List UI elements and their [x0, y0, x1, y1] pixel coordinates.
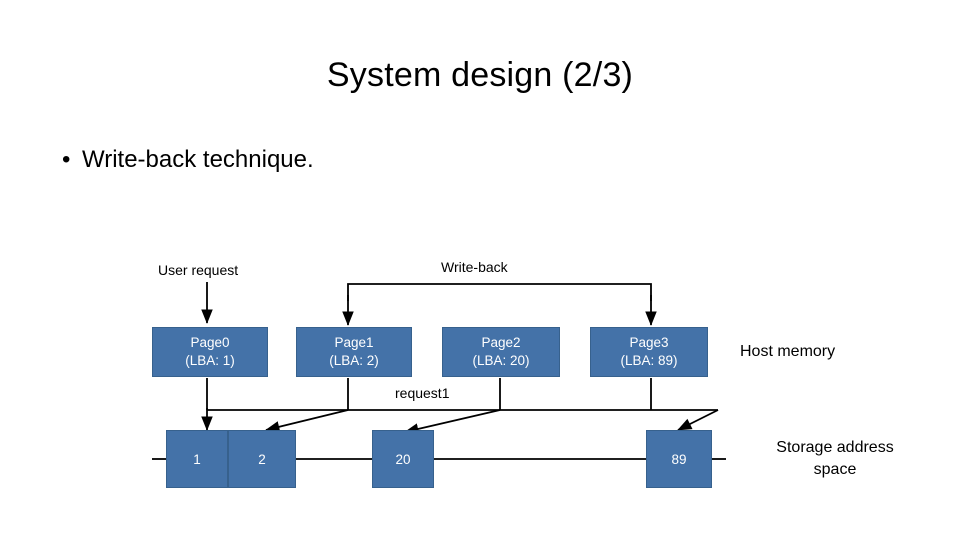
- page-box-1[interactable]: Page1 (LBA: 2): [296, 327, 412, 377]
- page-name: Page1: [334, 334, 374, 350]
- page-box-0[interactable]: Page0 (LBA: 1): [152, 327, 268, 377]
- storage-block-2[interactable]: 2: [228, 430, 296, 488]
- bullet-text: Write-back technique.: [82, 146, 314, 173]
- page-name: Page3: [629, 334, 669, 350]
- page-box-2[interactable]: Page2 (LBA: 20): [442, 327, 560, 377]
- bullet-item: • Write-back technique.: [62, 146, 314, 174]
- bullet-marker: •: [62, 146, 71, 173]
- page-name: Page2: [481, 334, 521, 350]
- page-lba: (LBA: 20): [472, 353, 530, 368]
- page-name: Page0: [190, 334, 230, 350]
- storage-label-line2: space: [813, 460, 857, 478]
- label-user-request: User request: [158, 262, 239, 278]
- storage-block-20[interactable]: 20: [372, 430, 434, 488]
- page-lba: (LBA: 1): [185, 353, 235, 368]
- storage-label-line1: Storage address: [776, 439, 894, 456]
- page-lba: (LBA: 89): [620, 353, 678, 368]
- storage-block-89[interactable]: 89: [646, 430, 712, 488]
- label-request1: request1: [395, 385, 450, 401]
- label-host-memory: Host memory: [740, 343, 836, 360]
- page-title: System design (2/3): [326, 56, 634, 94]
- page-lba: (LBA: 2): [329, 353, 379, 368]
- page-box-3[interactable]: Page3 (LBA: 89): [590, 327, 708, 377]
- label-storage-address-space: Storage address space: [735, 437, 935, 480]
- label-write-back: Write-back: [441, 259, 508, 275]
- storage-block-1[interactable]: 1: [166, 430, 228, 488]
